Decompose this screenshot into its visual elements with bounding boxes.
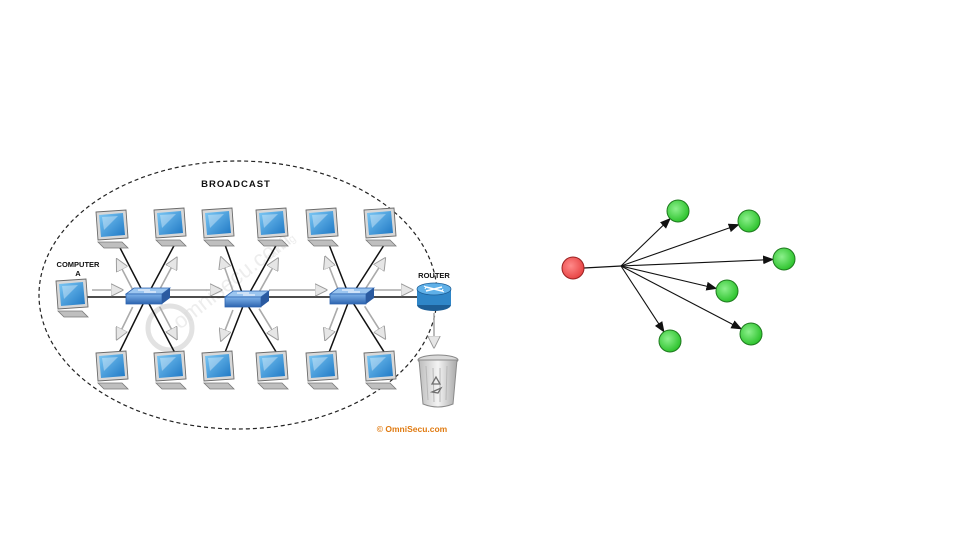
broadcast-arrow (117, 306, 134, 339)
source-node (561, 256, 585, 280)
broadcast-arrow (258, 308, 277, 339)
router-label: ROUTER (418, 271, 450, 280)
broadcast-arrow (221, 309, 234, 340)
broadcast-title: BROADCAST (201, 179, 271, 190)
desktop-computer-icon (95, 209, 129, 249)
broadcast-arrow (221, 258, 234, 291)
broadcast-arrow (325, 257, 339, 289)
target-node (658, 329, 682, 353)
desktop-computer-icon (305, 207, 339, 247)
broadcast-arrow (117, 260, 134, 291)
graph-edge (620, 217, 671, 267)
router-icon (416, 282, 452, 311)
network-switch-icon (328, 287, 376, 305)
desktop-computer-icon (153, 350, 187, 390)
target-node (666, 199, 690, 223)
desktop-computer-icon (363, 207, 397, 247)
copyright-text: © OmniSecu.com (377, 424, 448, 434)
recycle-bin-icon (417, 354, 459, 408)
broadcast-arrow (363, 259, 385, 291)
broadcast-arrows (92, 257, 412, 340)
target-node (715, 279, 739, 303)
graph-edge (620, 265, 665, 333)
desktop-computer-icon (95, 350, 129, 390)
desktop-computer-icon (363, 350, 397, 390)
broadcast-graph (561, 199, 796, 353)
switches (124, 287, 376, 308)
broadcast-network-diagram: BROADCAST omnisecu.com training COMPUTER… (38, 160, 459, 434)
desktop-computer-icon (153, 207, 187, 247)
computer-a-label-line1: COMPUTER (57, 260, 101, 269)
target-node (737, 209, 761, 233)
desktop-computer-icon (201, 350, 235, 390)
computers (55, 207, 397, 390)
graph-edge (620, 265, 743, 330)
desktop-computer-icon (201, 207, 235, 247)
desktop-computer-icon (255, 350, 289, 390)
broadcast-arrow (158, 258, 177, 290)
broadcast-arrow (158, 306, 177, 339)
target-node (772, 247, 796, 271)
target-node (739, 322, 763, 346)
broadcast-arrow (364, 305, 385, 338)
network-switch-icon (223, 290, 271, 308)
network-switch-icon (124, 287, 172, 305)
computer-a-label-line2: A (75, 269, 81, 278)
graph-edge (620, 255, 775, 267)
desktop-computer-icon (305, 350, 339, 390)
broadcast-arrow (325, 307, 339, 340)
graph-edge (620, 223, 740, 267)
broadcast-arrow (258, 259, 277, 293)
computer-a-icon (55, 278, 89, 318)
desktop-computer-icon (255, 207, 289, 247)
graph-edge (620, 265, 718, 291)
graph-edge (583, 265, 622, 269)
